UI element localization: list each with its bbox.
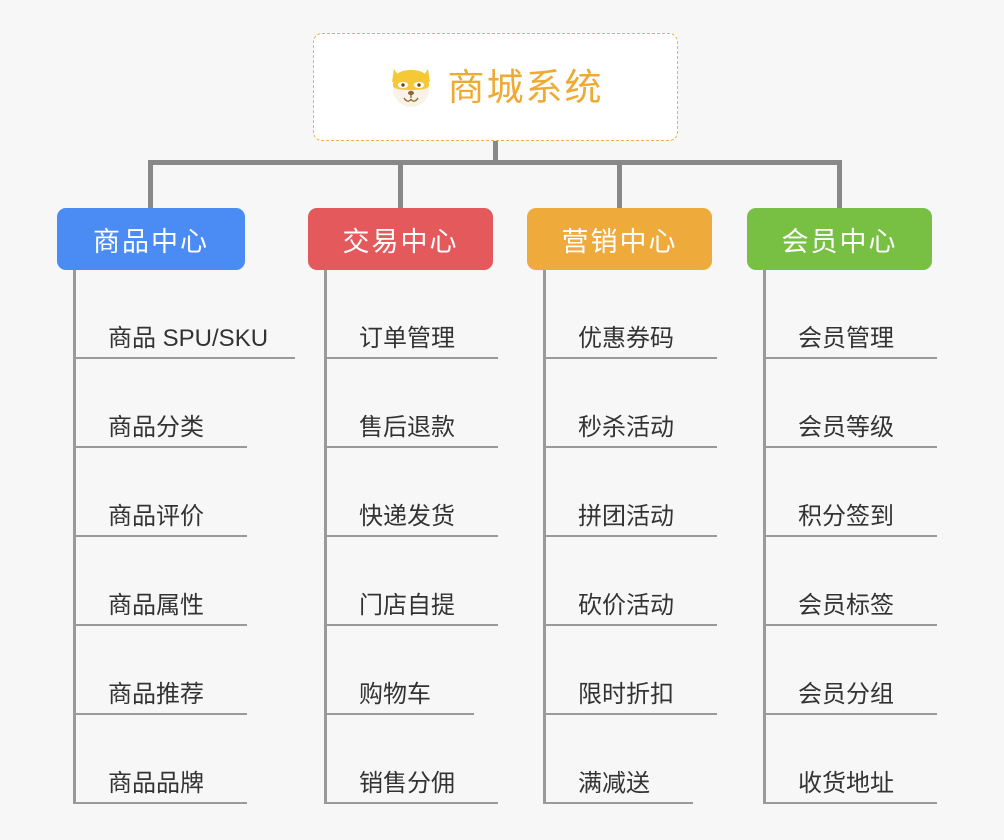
leaf-label: 积分签到 — [798, 502, 894, 530]
root-title: 商城系统 — [447, 66, 604, 108]
leaf-item[interactable]: 秒杀活动 — [543, 359, 717, 448]
leaf-item[interactable]: 会员管理 — [763, 270, 937, 359]
leaf-label: 会员等级 — [798, 413, 894, 441]
leaf-item[interactable]: 满减送 — [543, 715, 693, 804]
leaf-label: 商品 SPU/SKU — [108, 324, 269, 352]
leaf-item[interactable]: 会员分组 — [763, 626, 937, 715]
leaf-item[interactable]: 商品属性 — [73, 537, 247, 626]
leaf-label: 优惠券码 — [578, 324, 674, 352]
branch-drop-2 — [398, 160, 403, 208]
leaf-label: 会员管理 — [798, 324, 894, 352]
leaf-label: 会员分组 — [798, 680, 894, 708]
root-node[interactable]: 商城系统 — [313, 33, 678, 141]
leaf-item[interactable]: 积分签到 — [763, 448, 937, 537]
leaf-item[interactable]: 快递发货 — [324, 448, 498, 537]
leaf-item[interactable]: 门店自提 — [324, 537, 498, 626]
leaf-label: 商品属性 — [108, 591, 204, 619]
leaf-label: 商品品牌 — [108, 769, 204, 797]
category-header-3[interactable]: 营销中心 — [527, 208, 712, 270]
branch-drop-4 — [837, 160, 842, 208]
branch-drop-1 — [148, 160, 153, 208]
leaf-label: 满减送 — [578, 769, 650, 797]
leaf-label: 限时折扣 — [578, 680, 674, 708]
leaf-item[interactable]: 销售分佣 — [324, 715, 498, 804]
leaf-label: 会员标签 — [798, 591, 894, 619]
leaf-item[interactable]: 购物车 — [324, 626, 474, 715]
category-header-4[interactable]: 会员中心 — [747, 208, 932, 270]
leaf-label: 拼团活动 — [578, 502, 674, 530]
leaf-item[interactable]: 会员等级 — [763, 359, 937, 448]
category-label-1: 商品中心 — [93, 226, 209, 257]
leaf-item[interactable]: 优惠券码 — [543, 270, 717, 359]
leaf-label: 商品评价 — [108, 502, 204, 530]
leaf-item[interactable]: 拼团活动 — [543, 448, 717, 537]
horizontal-bus-connector — [148, 160, 842, 165]
root-trunk-connector — [493, 141, 498, 164]
category-header-2[interactable]: 交易中心 — [308, 208, 493, 270]
leaf-label: 秒杀活动 — [578, 413, 674, 441]
leaf-label: 收货地址 — [798, 769, 894, 797]
dog-face-icon — [391, 69, 430, 107]
category-header-1[interactable]: 商品中心 — [57, 208, 245, 270]
leaf-label: 快递发货 — [359, 502, 455, 530]
category-label-4: 会员中心 — [781, 226, 898, 257]
leaf-item[interactable]: 会员标签 — [763, 537, 937, 626]
leaf-item[interactable]: 商品分类 — [73, 359, 247, 448]
leaf-label: 销售分佣 — [359, 769, 455, 797]
leaf-item[interactable]: 商品品牌 — [73, 715, 247, 804]
leaf-label: 商品推荐 — [108, 680, 204, 708]
leaf-label: 购物车 — [359, 680, 431, 708]
leaf-item[interactable]: 订单管理 — [324, 270, 498, 359]
leaf-item[interactable]: 商品评价 — [73, 448, 247, 537]
leaf-item[interactable]: 收货地址 — [763, 715, 937, 804]
leaf-item[interactable]: 商品推荐 — [73, 626, 247, 715]
leaf-item[interactable]: 砍价活动 — [543, 537, 717, 626]
leaf-item[interactable]: 商品 SPU/SKU — [73, 270, 295, 359]
category-label-3: 营销中心 — [561, 226, 678, 257]
leaf-label: 订单管理 — [359, 324, 455, 352]
leaf-label: 售后退款 — [359, 413, 455, 441]
leaf-item[interactable]: 限时折扣 — [543, 626, 717, 715]
leaf-label: 门店自提 — [359, 591, 455, 619]
branch-drop-3 — [617, 160, 622, 208]
category-label-2: 交易中心 — [342, 226, 459, 257]
leaf-item[interactable]: 售后退款 — [324, 359, 498, 448]
leaf-label: 商品分类 — [108, 413, 204, 441]
leaf-label: 砍价活动 — [578, 591, 674, 619]
